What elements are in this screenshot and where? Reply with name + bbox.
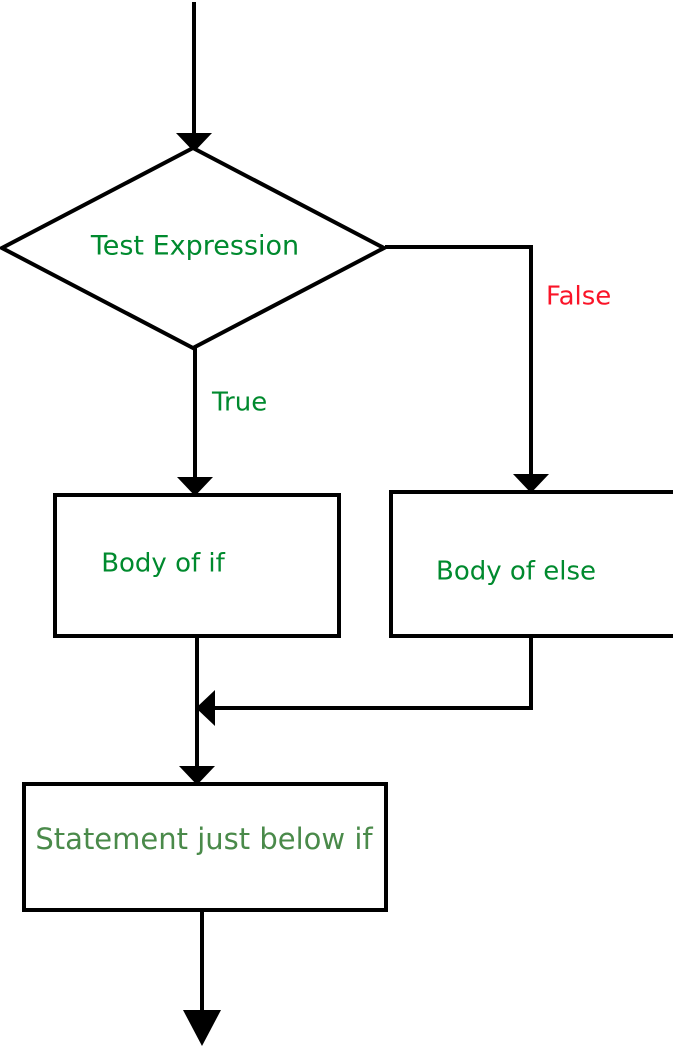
true-arrowhead — [177, 477, 213, 496]
merge-arrowhead — [196, 690, 215, 726]
node-body-of-else[interactable]: Body of else — [389, 490, 673, 638]
node-test-expression[interactable]: Test Expression — [0, 145, 389, 351]
body-of-else-label: Body of else — [436, 557, 596, 587]
node-statement-below-if[interactable]: Statement just below if — [22, 782, 388, 912]
body-of-else-box[interactable] — [389, 490, 673, 638]
false-edge-label: False — [546, 282, 611, 312]
entry-arrowhead — [176, 133, 212, 152]
statement-below-if-label: Statement just below if — [35, 822, 373, 856]
false-arrowhead — [513, 474, 549, 493]
node-body-of-if[interactable]: Body of if — [53, 493, 341, 638]
body-of-if-label: Body of if — [101, 549, 225, 579]
true-edge-label: True — [211, 388, 267, 418]
body-of-if-box[interactable] — [53, 493, 341, 638]
false-edge-line — [385, 245, 533, 475]
if-exit-arrowhead — [179, 766, 215, 785]
test-expression-diamond[interactable] — [0, 145, 389, 351]
statement-below-if-box[interactable] — [22, 782, 388, 912]
merge-edge-line — [214, 636, 533, 710]
test-expression-label: Test Expression — [90, 231, 299, 262]
exit-arrowhead — [183, 1010, 221, 1046]
